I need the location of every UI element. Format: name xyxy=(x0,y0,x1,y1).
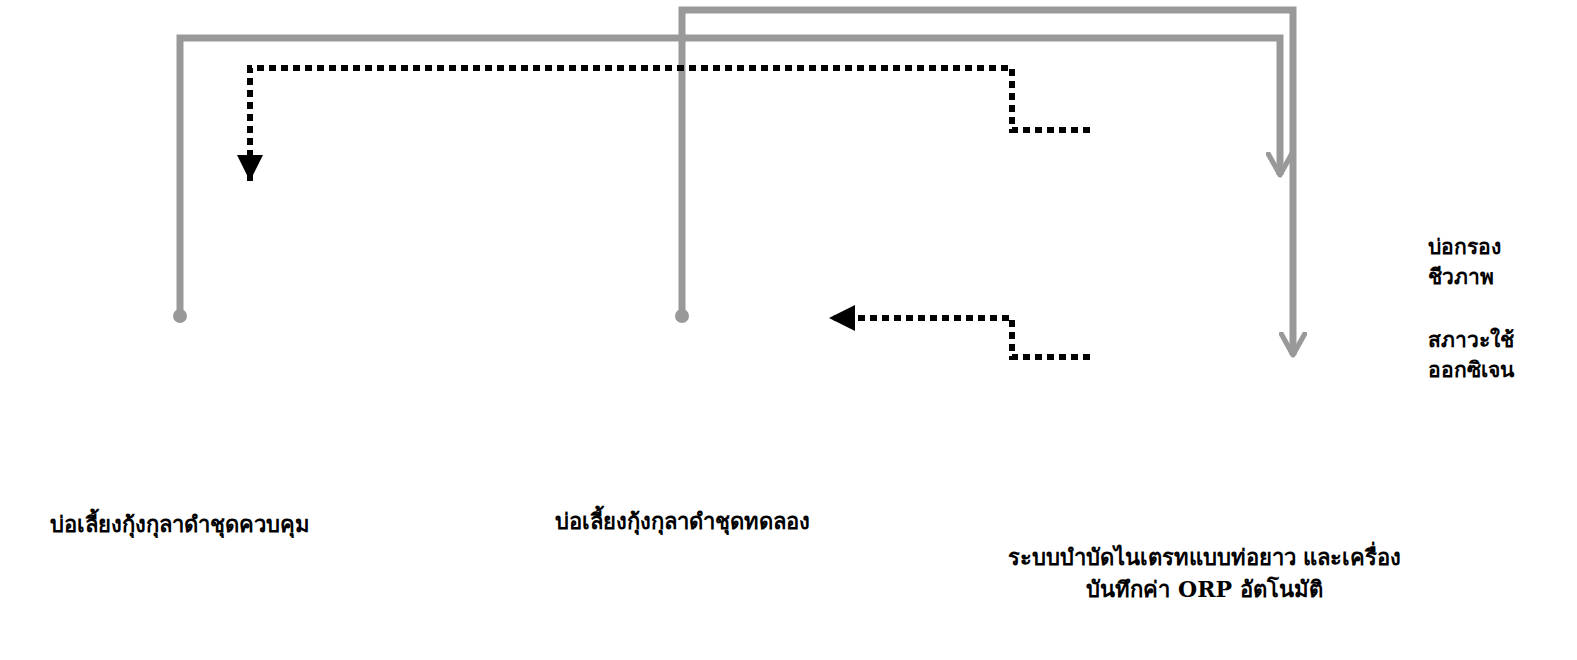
water-flow-line xyxy=(180,38,1280,316)
pointer-label: บ่อกรอง ชีวภาพ xyxy=(1428,232,1546,293)
outlet-ring xyxy=(1105,175,1127,197)
media-grid xyxy=(1148,355,1246,491)
inlet-dot xyxy=(675,309,689,323)
pointer-label: สภาวะใช้ ออกซิเจน xyxy=(1428,325,1546,386)
treatment-unit: ระบบบำบัดไนเตรทแบบท่อยาว และเครื่องบันทึ… xyxy=(1082,100,1327,530)
orp-probe xyxy=(1040,506,1062,534)
water-flow-line xyxy=(682,10,1293,355)
anoxic-tank-outline xyxy=(1090,330,1305,515)
outlet-ring xyxy=(1106,334,1138,366)
biofilter-tank-outline xyxy=(1090,115,1305,300)
pointer-arrow xyxy=(1352,239,1406,271)
pond-circle: บ่อเลี้ยงกุ้งกุลาดำชุดทดลอง xyxy=(532,166,832,466)
coiled-pipe xyxy=(942,323,1086,515)
node-caption: ระบบบำบัดไนเตรทแบบท่อยาว และเครื่องบันทึ… xyxy=(995,542,1415,606)
pointer-arrow xyxy=(1352,377,1406,409)
inlet-dot xyxy=(173,309,187,323)
pond-circle-outline xyxy=(532,166,832,466)
corner-mark xyxy=(1048,262,1062,285)
outlet-arrowhead xyxy=(1016,562,1028,576)
anoxic-tank: สภาวะใช้ ออกซิเจน xyxy=(1090,330,1305,515)
media-grid xyxy=(1148,145,1246,281)
biofilter-tank: บ่อกรอง ชีวภาพ xyxy=(1090,115,1305,300)
outlet-ring xyxy=(1105,125,1135,155)
pond-circle: บ่อเลี้ยงกุ้งกุลาดำชุดควบคุม xyxy=(25,161,335,471)
return-flow-line xyxy=(829,318,1090,357)
return-flow-line xyxy=(250,68,1090,181)
treatment-unit-outline xyxy=(1082,100,1327,530)
node-caption: บ่อเลี้ยงกุ้งกุลาดำชุดทดลอง xyxy=(555,506,810,538)
outlet-line xyxy=(1021,468,1023,566)
pond-circle-outline xyxy=(25,161,335,471)
node-caption: บ่อเลี้ยงกุ้งกุลาดำชุดควบคุม xyxy=(50,509,310,541)
